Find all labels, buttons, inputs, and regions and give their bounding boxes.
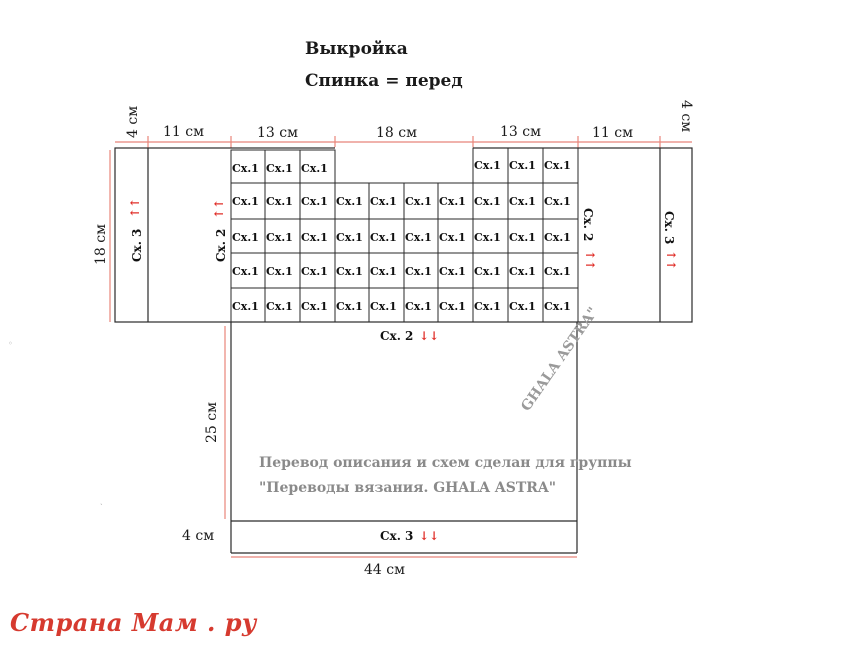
scheme-1-cell: Сх.1	[509, 195, 536, 208]
scheme-1-cell: Сх.1	[439, 300, 466, 313]
scheme-1-cell: Сх.1	[370, 195, 397, 208]
scheme-1-cell: Сх.1	[336, 300, 363, 313]
scheme-1-cell: Сх.1	[301, 300, 328, 313]
scheme-1-cell: Сх.1	[509, 159, 536, 172]
scheme-1-cell-outline	[542, 287, 579, 323]
scheme-2-bottom-label: Сх. 2	[380, 329, 413, 343]
scheme-1-cell: Сх.1	[474, 231, 501, 244]
scheme-1-cell: Сх.1	[370, 231, 397, 244]
dim-top-right-4cm: 4 см	[678, 100, 694, 132]
scheme-1-cell: Сх.1	[474, 195, 501, 208]
scheme-1-cell: Сх.1	[232, 162, 259, 175]
top-dimension-line	[115, 136, 692, 148]
scheme-1-cell: Сх.1	[301, 265, 328, 278]
dim-top-13cm-right: 13 см	[500, 124, 541, 140]
scheme-1-cell: Сх.1	[544, 231, 571, 244]
dim-bottom-4cm: 4 см	[182, 528, 214, 544]
scheme-1-grid	[230, 147, 579, 323]
scheme-1-cell: Сх.1	[370, 300, 397, 313]
scheme-1-cell: Сх.1	[266, 265, 293, 278]
scheme-1-cell: Сх.1	[336, 265, 363, 278]
site-logo-suffix: . ру	[198, 608, 257, 637]
scheme-2-right-label: Сх. 2	[581, 208, 595, 241]
title-line-2: Спинка = перед	[305, 71, 463, 91]
scheme-1-cell: Сх.1	[509, 300, 536, 313]
scheme-1-cell: Сх.1	[439, 231, 466, 244]
scheme-1-cell: Сх.1	[474, 159, 501, 172]
scheme-1-cell: Сх.1	[544, 300, 571, 313]
scheme-1-cell: Сх.1	[405, 300, 432, 313]
scheme-1-cell: Сх.1	[232, 231, 259, 244]
scheme-3-hem-arrow: ↓↓	[419, 529, 439, 543]
dim-top-left-4cm: 4 см	[125, 106, 141, 138]
watermark: GHALA ASTRA"	[518, 305, 602, 415]
scheme-1-cell: Сх.1	[232, 265, 259, 278]
scheme-2-left-label: Сх. 2	[214, 229, 228, 262]
scheme-1-cell: Сх.1	[301, 195, 328, 208]
scheme-1-cell: Сх.1	[474, 300, 501, 313]
scheme-1-cell: Сх.1	[405, 265, 432, 278]
scheme-3-right-arrow: ↑↑	[664, 250, 678, 270]
scheme-1-cell: Сх.1	[266, 162, 293, 175]
scheme-1-cell: Сх.1	[439, 265, 466, 278]
scheme-1-cell: Сх.1	[301, 231, 328, 244]
scheme-1-cell: Сх.1	[232, 300, 259, 313]
scheme-1-cell: Сх.1	[544, 159, 571, 172]
scheme-3-left-arrow: ↑↑	[128, 198, 142, 218]
scheme-1-cell: Сх.1	[336, 231, 363, 244]
scheme-1-cell: Сх.1	[370, 265, 397, 278]
dim-top-13cm-left: 13 см	[257, 125, 298, 141]
stray-mark-1: ◦	[8, 339, 13, 348]
dim-top-11cm-right: 11 см	[592, 125, 633, 141]
scheme-2-right-arrow: ↑↑	[583, 250, 597, 270]
scheme-3-hem-label: Сх. 3	[380, 529, 413, 543]
site-logo[interactable]: Страна Мам . ру	[10, 608, 257, 637]
title-line-1: Выкройка	[305, 39, 408, 59]
scheme-1-cell: Сх.1	[336, 195, 363, 208]
dim-body-25cm: 25 см	[204, 402, 220, 443]
dim-top-11cm-left: 11 см	[163, 124, 204, 140]
scheme-1-cell: Сх.1	[439, 195, 466, 208]
scheme-1-cell: Сх.1	[232, 195, 259, 208]
scheme-3-left-label: Сх. 3	[130, 229, 144, 262]
scheme-3-right-label: Сх. 3	[662, 211, 676, 244]
scheme-1-cell: Сх.1	[509, 231, 536, 244]
scheme-1-cell: Сх.1	[301, 162, 328, 175]
dim-bottom-44cm: 44 см	[364, 562, 405, 578]
scheme-1-cell: Сх.1	[544, 195, 571, 208]
stray-mark-2: ˏ	[100, 496, 103, 505]
scheme-1-cell: Сх.1	[544, 265, 571, 278]
scheme-2-bottom-arrow: ↓↓	[419, 329, 439, 343]
scheme-1-cell: Сх.1	[405, 195, 432, 208]
scheme-1-cell: Сх.1	[266, 300, 293, 313]
dim-left-18cm: 18 см	[93, 224, 109, 265]
dim-top-18cm: 18 см	[376, 125, 417, 141]
scheme-1-cell: Сх.1	[405, 231, 432, 244]
scheme-1-cell: Сх.1	[509, 265, 536, 278]
scheme-2-left-arrow: ↑↑	[212, 199, 226, 219]
note-line-2: "Переводы вязания. GHALA ASTRA"	[259, 480, 556, 496]
scheme-1-cell: Сх.1	[266, 195, 293, 208]
scheme-1-cell: Сх.1	[474, 265, 501, 278]
scheme-1-cell: Сх.1	[266, 231, 293, 244]
note-line-1: Перевод описания и схем сделан для групп…	[259, 455, 632, 471]
neck-opening	[335, 147, 473, 183]
site-logo-name: Страна Мам	[10, 608, 199, 637]
